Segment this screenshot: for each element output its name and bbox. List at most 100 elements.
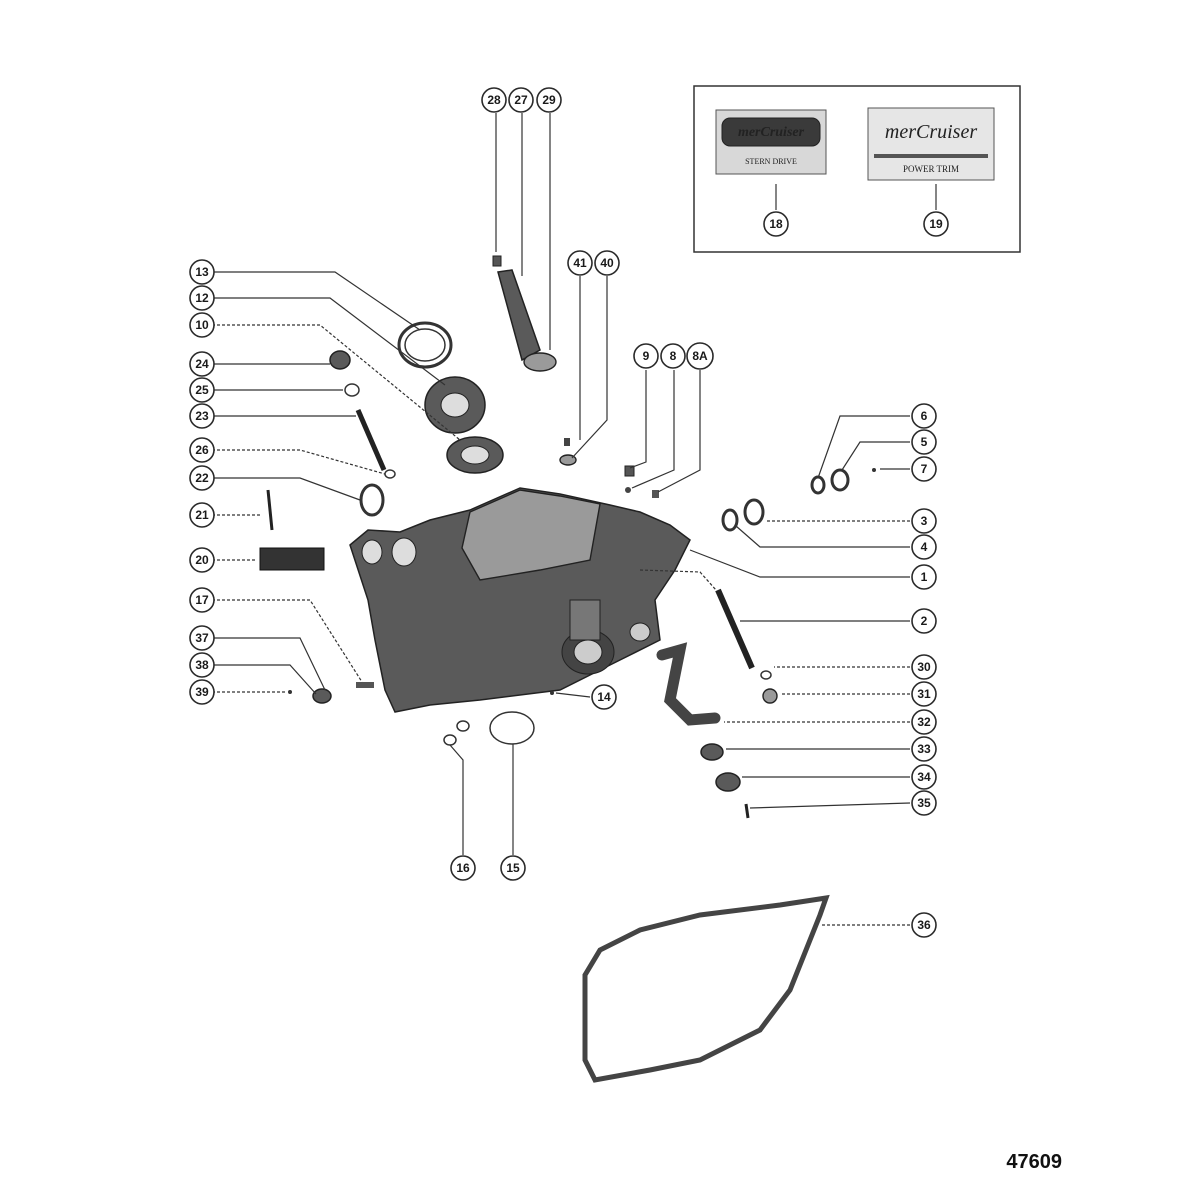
gasket: [582, 894, 830, 1083]
callout-18: 18: [763, 211, 789, 237]
svg-text:29: 29: [542, 93, 556, 107]
callout-6: 6: [911, 403, 937, 429]
svg-text:21: 21: [195, 508, 209, 522]
svg-text:1: 1: [921, 570, 928, 584]
svg-text:12: 12: [195, 291, 209, 305]
svg-text:26: 26: [195, 443, 209, 457]
callout-30: 30: [911, 654, 937, 680]
decal-inset: merCruiser STERN DRIVE merCruiser POWER …: [693, 85, 1021, 253]
callout-25: 25: [189, 377, 215, 403]
svg-text:4: 4: [921, 540, 928, 554]
small-fittings: [559, 438, 659, 498]
svg-text:25: 25: [195, 383, 209, 397]
svg-text:3: 3: [921, 514, 928, 528]
svg-text:22: 22: [195, 471, 209, 485]
svg-text:10: 10: [195, 318, 209, 332]
callout-8a: 8A: [686, 342, 714, 370]
callout-1: 1: [911, 564, 937, 590]
callout-29: 29: [536, 87, 562, 113]
right-parts: [656, 468, 876, 819]
svg-text:27: 27: [514, 93, 528, 107]
callout-3: 3: [911, 508, 937, 534]
seal: [446, 436, 504, 474]
bearing: [424, 376, 486, 434]
svg-text:31: 31: [917, 687, 931, 701]
figure-number: 47609: [1006, 1151, 1062, 1173]
callout-13: 13: [189, 259, 215, 285]
svg-text:17: 17: [195, 593, 209, 607]
left-parts: [259, 350, 396, 704]
svg-text:38: 38: [195, 658, 209, 672]
svg-text:35: 35: [917, 796, 931, 810]
stern-drive-decal-caption: STERN DRIVE: [745, 157, 797, 166]
callout-34: 34: [911, 764, 937, 790]
svg-text:2: 2: [921, 614, 928, 628]
svg-text:13: 13: [195, 265, 209, 279]
callout-7: 7: [911, 456, 937, 482]
callout-4: 4: [911, 534, 937, 560]
callout-9: 9: [633, 343, 659, 369]
callout-28: 28: [481, 87, 507, 113]
svg-text:40: 40: [600, 256, 614, 270]
svg-text:41: 41: [573, 256, 587, 270]
callout-5: 5: [911, 429, 937, 455]
svg-text:34: 34: [917, 770, 931, 784]
callout-20: 20: [189, 547, 215, 573]
callout-10: 10: [189, 312, 215, 338]
boot: [492, 255, 557, 372]
callout-38: 38: [189, 652, 215, 678]
callout-33: 33: [911, 736, 937, 762]
svg-text:16: 16: [456, 861, 470, 875]
svg-text:24: 24: [195, 357, 209, 371]
svg-text:19: 19: [929, 217, 943, 231]
power-trim-decal: merCruiser POWER TRIM: [867, 107, 995, 181]
svg-text:15: 15: [506, 861, 520, 875]
power-trim-decal-brand: merCruiser: [885, 121, 977, 143]
callout-23: 23: [189, 403, 215, 429]
callout-36: 36: [911, 912, 937, 938]
svg-text:8: 8: [670, 349, 677, 363]
callout-31: 31: [911, 681, 937, 707]
callout-32: 32: [911, 709, 937, 735]
callout-40: 40: [594, 250, 620, 276]
svg-text:14: 14: [597, 690, 611, 704]
callout-21: 21: [189, 502, 215, 528]
gimbal-housing: [349, 487, 691, 713]
callout-16: 16: [450, 855, 476, 881]
callout-41: 41: [567, 250, 593, 276]
callout-19: 19: [923, 211, 949, 237]
leader-lines: [202, 113, 911, 926]
svg-text:32: 32: [917, 715, 931, 729]
svg-text:7: 7: [921, 462, 928, 476]
callout-15: 15: [500, 855, 526, 881]
svg-text:20: 20: [195, 553, 209, 567]
svg-text:9: 9: [643, 349, 650, 363]
callout-14: 14: [591, 684, 617, 710]
svg-text:39: 39: [195, 685, 209, 699]
callout-17: 17: [189, 587, 215, 613]
svg-text:36: 36: [917, 918, 931, 932]
callout-22: 22: [189, 465, 215, 491]
svg-text:37: 37: [195, 631, 209, 645]
stern-drive-decal: merCruiser STERN DRIVE: [715, 109, 827, 175]
svg-text:33: 33: [917, 742, 931, 756]
callout-24: 24: [189, 351, 215, 377]
svg-text:28: 28: [487, 93, 501, 107]
svg-text:18: 18: [769, 217, 783, 231]
power-trim-decal-caption: POWER TRIM: [903, 164, 959, 174]
svg-text:6: 6: [921, 409, 928, 423]
callout-27: 27: [508, 87, 534, 113]
callout-8: 8: [660, 343, 686, 369]
callout-12: 12: [189, 285, 215, 311]
callout-35: 35: [911, 790, 937, 816]
svg-text:5: 5: [921, 435, 928, 449]
callout-26: 26: [189, 437, 215, 463]
callout-37: 37: [189, 625, 215, 651]
stern-drive-decal-brand: merCruiser: [738, 125, 805, 140]
callout-2: 2: [911, 608, 937, 634]
svg-text:23: 23: [195, 409, 209, 423]
bearing-race: [397, 321, 453, 369]
svg-text:30: 30: [917, 660, 931, 674]
svg-text:8A: 8A: [692, 349, 708, 363]
